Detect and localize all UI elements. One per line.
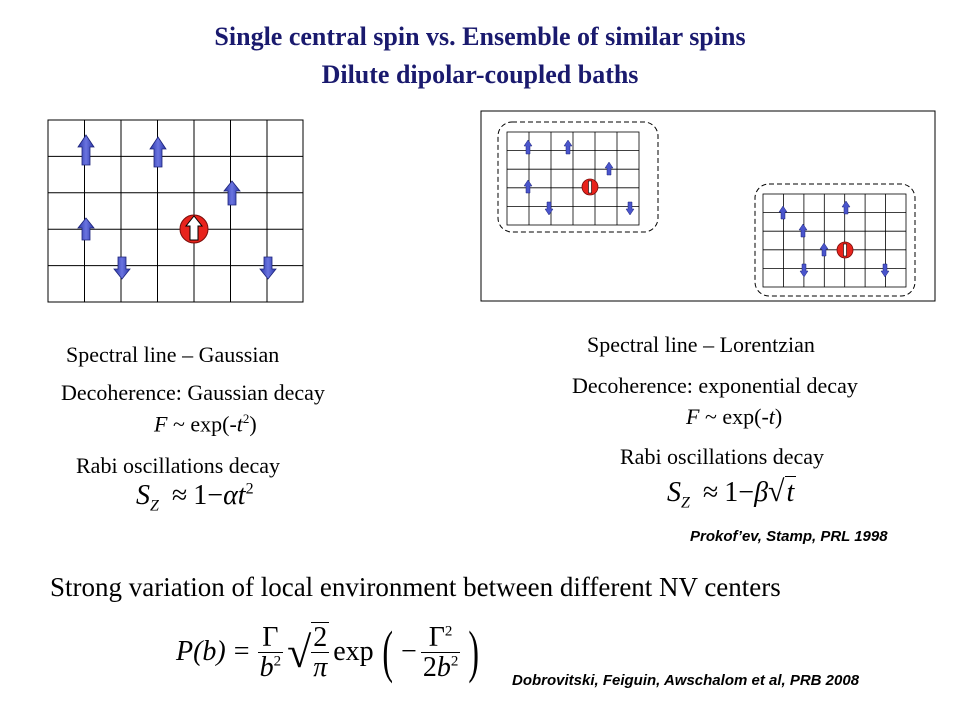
spin-up-arrow bbox=[77, 217, 95, 241]
central-spin bbox=[179, 214, 209, 244]
spin-up-arrow bbox=[77, 134, 95, 166]
citation-prokofev: Prokof’ev, Stamp, PRL 1998 bbox=[690, 528, 888, 545]
central-spin bbox=[581, 178, 599, 196]
bottom-statement: Strong variation of local environment be… bbox=[50, 572, 781, 602]
slide-title-line2: Dilute dipolar-coupled baths bbox=[321, 60, 639, 89]
single-spin-lattice-diagram bbox=[47, 119, 304, 303]
spin-down-arrow bbox=[113, 256, 131, 280]
left-decay-formula: F ~ exp(-t2) bbox=[154, 411, 257, 437]
spin-down-arrow bbox=[880, 263, 890, 278]
right-rabi: Rabi oscillations decay bbox=[620, 444, 825, 469]
spin-down-arrow bbox=[544, 201, 554, 216]
left-sz-formula: SZ ≈1−αt2 bbox=[136, 480, 254, 515]
spin-up-arrow bbox=[563, 139, 573, 155]
lattice-grid bbox=[47, 119, 304, 303]
spin-up-arrow bbox=[819, 242, 829, 257]
left-spectral-line: Spectral line – Gaussian bbox=[66, 342, 280, 367]
spin-up-arrow bbox=[841, 200, 851, 215]
spin-up-arrow bbox=[223, 180, 241, 206]
ensemble-spins-diagram bbox=[480, 110, 936, 302]
spin-up-arrow bbox=[604, 161, 614, 176]
spin-down-arrow bbox=[259, 256, 277, 280]
right-decay-formula: F ~ exp(-t) bbox=[686, 404, 783, 429]
left-decoherence: Decoherence: Gaussian decay bbox=[61, 380, 325, 405]
slide-title-line1: Single central spin vs. Ensemble of simi… bbox=[214, 22, 746, 51]
right-decoherence: Decoherence: exponential decay bbox=[572, 373, 858, 398]
right-sz-formula: SZ ≈1−β√t bbox=[667, 475, 797, 512]
spin-down-arrow bbox=[625, 201, 635, 216]
spin-up-arrow bbox=[523, 179, 533, 194]
spin-cluster bbox=[754, 183, 916, 297]
spin-up-arrow bbox=[149, 136, 167, 168]
citation-dobrovitski: Dobrovitski, Feiguin, Awschalom et al, P… bbox=[512, 672, 860, 689]
left-rabi: Rabi oscillations decay bbox=[76, 453, 281, 478]
spin-up-arrow bbox=[523, 139, 533, 155]
central-spin bbox=[836, 241, 854, 259]
spin-cluster bbox=[497, 121, 659, 233]
spin-up-arrow bbox=[798, 223, 808, 238]
spin-up-arrow bbox=[778, 205, 788, 220]
spin-down-arrow bbox=[799, 263, 809, 278]
right-spectral-line: Spectral line – Lorentzian bbox=[587, 332, 815, 357]
